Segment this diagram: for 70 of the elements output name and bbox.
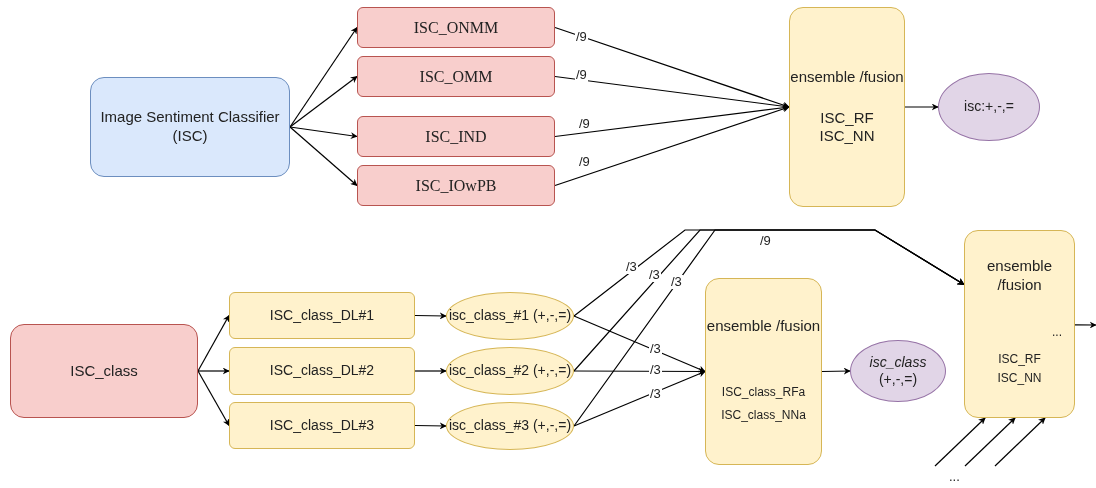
node-text: ISC_RF — [998, 351, 1041, 367]
node-text: isc_class_#1 (+,-,=) — [448, 307, 572, 325]
arrow — [289, 75, 358, 128]
node-text: isc_class (+,-,=) — [868, 353, 928, 389]
fusion-box — [964, 230, 1075, 418]
node-text: ISC_class_NNa — [721, 406, 806, 424]
arrow — [554, 75, 790, 110]
node-text: ISC_IOwPB — [415, 175, 497, 196]
model-box — [357, 7, 555, 48]
edge-label: /3 — [649, 363, 662, 377]
edge-label: /9 — [578, 155, 591, 169]
arrow — [964, 417, 1016, 467]
model-box — [229, 402, 415, 449]
arrow — [289, 126, 358, 140]
node-text: ISC_NN — [819, 127, 875, 147]
edge-label: /3 — [670, 275, 683, 289]
arrow — [197, 370, 230, 427]
arrow — [289, 26, 358, 128]
model-box — [357, 165, 555, 206]
heading-text: ensemble /fusion — [706, 316, 821, 336]
arrow — [197, 367, 230, 375]
heading-text: ensemble /fusion — [985, 257, 1053, 295]
node-text: ISC_IND — [425, 126, 487, 147]
edge-label: /3 — [625, 260, 638, 274]
arrow — [994, 417, 1046, 467]
node-text: isc_class_#3 (+,-,=) — [448, 417, 572, 435]
classifier-box — [90, 77, 290, 177]
trunk-label: /9 — [760, 233, 771, 248]
model-box — [229, 347, 415, 395]
node-text: ISC_NN — [997, 370, 1042, 386]
edge-label: /9 — [575, 30, 588, 44]
edge-label: /3 — [649, 387, 662, 401]
node-text: ISC_class_DL#1 — [269, 306, 375, 325]
arrow — [554, 104, 790, 138]
edge-label: /3 — [648, 268, 661, 282]
model-box — [357, 116, 555, 157]
heading-text: ensemble /fusion — [790, 67, 904, 87]
node-text: ISC_class_RFa — [721, 383, 806, 401]
arrow — [821, 367, 851, 375]
edge-label: /3 — [649, 342, 662, 356]
arrow — [289, 126, 358, 187]
arrow — [554, 26, 790, 109]
edge-label: /9 — [575, 68, 588, 82]
node-text: Image Sentiment Classifier (ISC) — [99, 108, 281, 146]
arrow — [573, 315, 706, 373]
arrow — [414, 422, 447, 430]
fusion-box — [705, 278, 822, 465]
node-text: ISC_class — [70, 361, 138, 381]
node-text: ISC_class_DL#2 — [269, 362, 375, 380]
model-box — [357, 56, 555, 97]
arrow — [934, 417, 986, 467]
arrow — [573, 370, 706, 427]
node-text: isc:+,-,= — [964, 98, 1014, 116]
class-box — [10, 324, 198, 418]
fusion-box — [789, 7, 905, 207]
arrow — [573, 229, 965, 427]
arrow — [414, 312, 447, 320]
node-text: ISC_OMM — [419, 66, 493, 87]
node-text: ISC_ONMM — [413, 17, 499, 38]
arrow — [414, 367, 447, 375]
arrow — [904, 103, 939, 111]
edge-label: /9 — [578, 117, 591, 131]
node-text: ISC_class_DL#3 — [269, 416, 375, 435]
node-text: ... — [1052, 324, 1062, 340]
model-box — [229, 292, 415, 339]
arrow — [1074, 321, 1096, 329]
arrow — [554, 105, 790, 187]
arrow — [197, 314, 230, 372]
node-text: isc_class_#2 (+,-,=) — [448, 362, 572, 380]
node-text: ISC_RF — [820, 108, 874, 128]
